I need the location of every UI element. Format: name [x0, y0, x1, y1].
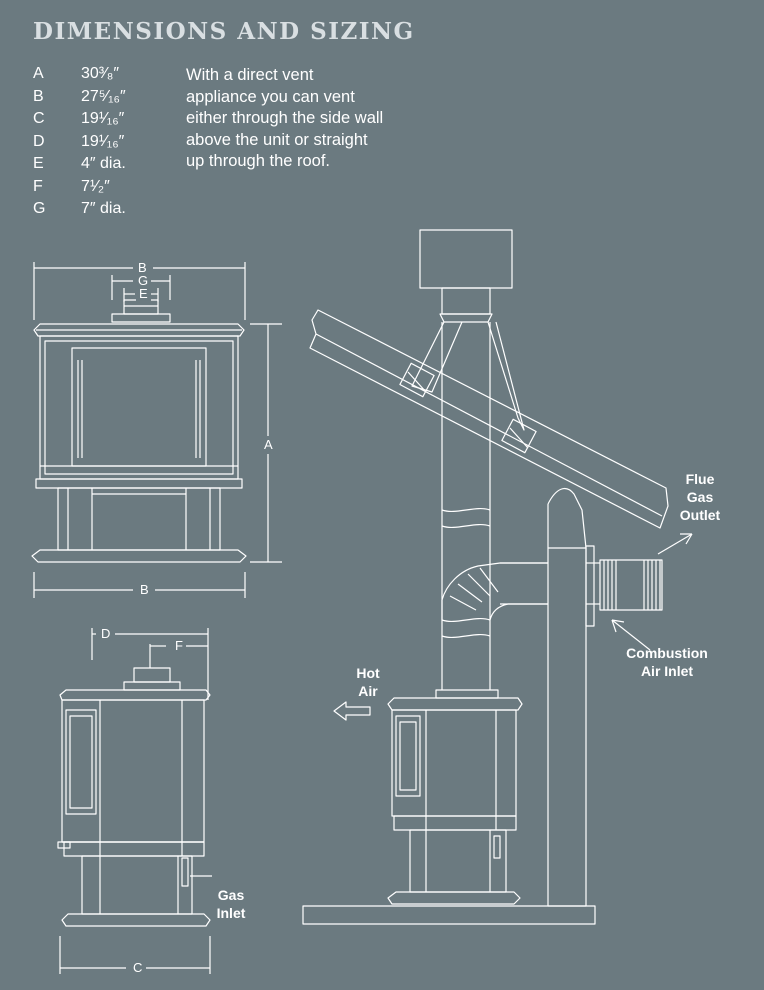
dim-label-d: D — [98, 627, 114, 641]
dimension-value: 7¹⁄₂″ — [81, 177, 110, 195]
flue-outlet-arrow — [657, 533, 693, 555]
dimension-row: C 19¹⁄₁₆″ — [33, 108, 126, 131]
dimension-key: C — [33, 110, 45, 127]
combustion-air-inlet-label: Combustion Air Inlet — [626, 645, 708, 679]
dimension-key: E — [33, 155, 44, 172]
dimension-value: 7″ dia. — [81, 200, 126, 217]
dimension-value: 27⁵⁄₁₆″ — [81, 87, 126, 105]
dim-label-g: G — [135, 274, 152, 288]
front-view-stove — [31, 262, 282, 598]
dimension-row: A 30³⁄₈″ — [33, 63, 126, 86]
hot-air-label: Hot Air — [356, 665, 380, 699]
dimension-key: D — [33, 132, 45, 150]
dimension-value: 4″ dia. — [81, 155, 126, 172]
page-title: DIMENSIONS AND SIZING — [33, 18, 415, 45]
dimension-key: B — [33, 87, 44, 105]
dim-label-b-top: B — [135, 261, 150, 275]
dimension-row: B 27⁵⁄₁₆″ — [33, 86, 126, 109]
installation-view — [302, 229, 669, 925]
dimension-row: G 7″ dia. — [33, 198, 126, 221]
venting-description: With a direct vent appliance you can ven… — [186, 66, 384, 170]
dimension-value: 30³⁄₈″ — [81, 65, 120, 82]
dimension-key: G — [33, 200, 46, 217]
dim-label-b-bottom: B — [137, 583, 152, 597]
dimension-row: E 4″ dia. — [33, 153, 126, 176]
gas-inlet-label: Gas Inlet — [216, 887, 246, 921]
dimension-key: A — [33, 65, 44, 82]
dimension-list: A 30³⁄₈″ B 27⁵⁄₁₆″ C 19¹⁄₁₆″ D 19¹⁄₁₆″ E 4″ d… — [33, 63, 126, 221]
dimension-key: F — [33, 177, 43, 195]
hot-air-arrow — [333, 701, 371, 721]
dim-label-e: E — [136, 287, 151, 301]
dimension-row: D 19¹⁄₁₆″ — [33, 131, 126, 154]
dimension-value: 19¹⁄₁₆″ — [81, 110, 125, 127]
dimension-value: 19¹⁄₁₆″ — [81, 132, 125, 150]
dimension-row: F 7¹⁄₂″ — [33, 176, 126, 199]
dim-label-c: C — [130, 961, 146, 975]
side-view-stove — [57, 628, 211, 974]
flue-gas-outlet-label: Flue Gas Outlet — [679, 471, 721, 523]
combustion-inlet-arrow — [611, 619, 651, 651]
dim-label-a: A — [261, 438, 276, 452]
dim-label-f: F — [172, 639, 186, 653]
